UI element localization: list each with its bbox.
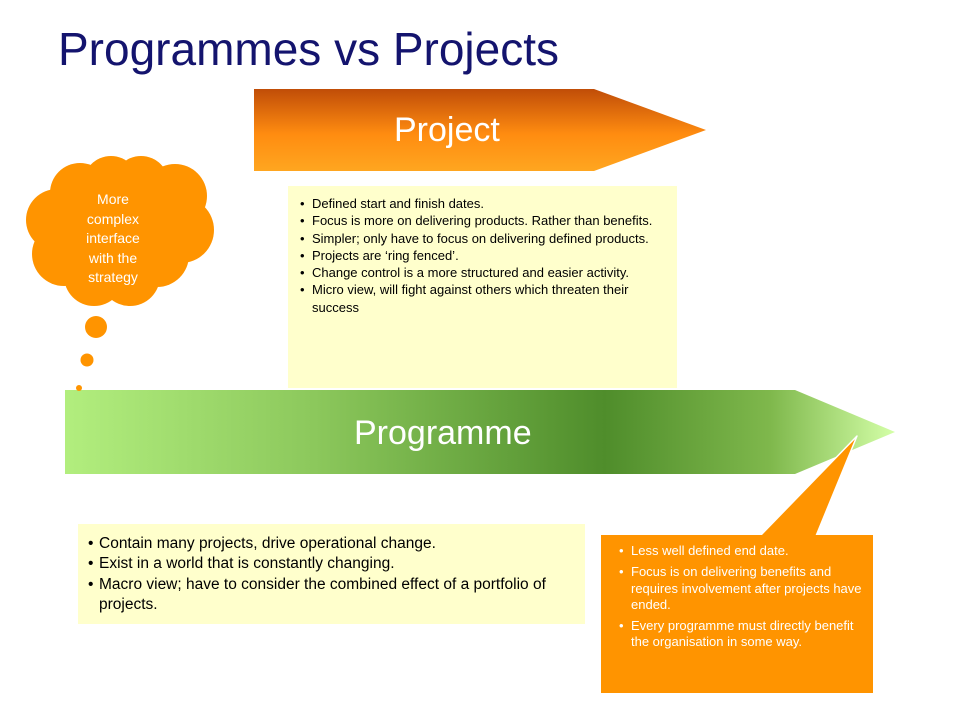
programme-bullet: Exist in a world that is constantly chan… (88, 554, 575, 575)
programme-arrow: Programme (65, 390, 895, 474)
programme-arrow-label: Programme (354, 414, 532, 452)
programme-bullet: Contain many projects, drive operational… (88, 534, 575, 555)
project-arrow: Project (254, 89, 706, 171)
callout-bullet: Less well defined end date. (619, 543, 863, 560)
project-bullet-list: Defined start and finish dates. Focus is… (300, 195, 669, 316)
slide-title: Programmes vs Projects (58, 23, 560, 75)
thought-bubble-dots (76, 316, 107, 391)
project-notes: Defined start and finish dates. Focus is… (288, 186, 677, 388)
project-arrow-shape (254, 89, 706, 171)
project-arrow-label: Project (394, 111, 500, 149)
project-bullet: Defined start and finish dates. (300, 195, 669, 213)
project-bullet: Change control is a more structured and … (300, 264, 669, 282)
programme-notes: Contain many projects, drive operational… (78, 524, 585, 624)
programme-arrow-shape (65, 390, 895, 474)
programme-bullet-list: Contain many projects, drive operational… (88, 534, 575, 615)
programme-callout: Less well defined end date. Focus is on … (601, 535, 873, 693)
callout-bullet: Focus is on delivering benefits and requ… (619, 564, 863, 613)
project-bullet: Micro view, will fight against others wh… (300, 281, 669, 316)
project-bullet: Projects are ‘ring fenced’. (300, 247, 669, 265)
callout-bullet: Every programme must directly benefit th… (619, 618, 863, 651)
callout-bullet-list: Less well defined end date. Focus is on … (619, 543, 863, 651)
project-bullet: Focus is more on delivering products. Ra… (300, 212, 669, 230)
programme-bullet: Macro view; have to consider the combine… (88, 575, 575, 616)
thought-cloud-text: More complex interface with the strategy (86, 191, 140, 285)
project-bullet: Simpler; only have to focus on deliverin… (300, 230, 669, 248)
